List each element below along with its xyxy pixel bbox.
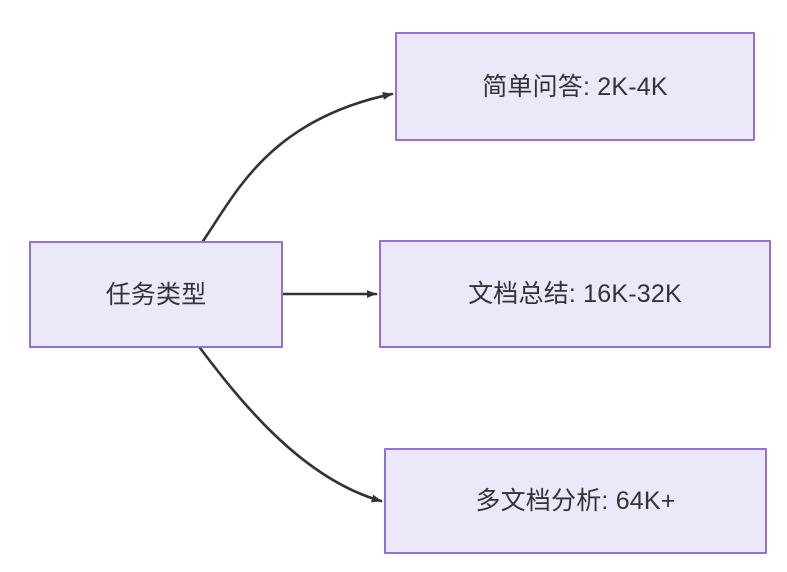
node-multi-doc[interactable]: 多文档分析: 64K+ [384,448,767,554]
node-task-type[interactable]: 任务类型 [29,241,283,348]
node-multi-doc-label: 多文档分析: 64K+ [475,487,676,515]
edge-root-to-multi-doc [198,346,383,503]
edge-root-to-simple-qa [201,91,394,243]
node-doc-summary-label: 文档总结: 16K-32K [468,280,682,308]
node-doc-summary[interactable]: 文档总结: 16K-32K [379,240,771,348]
node-task-type-label: 任务类型 [105,280,207,309]
node-simple-qa-label: 简单问答: 2K-4K [482,72,668,101]
node-simple-qa[interactable]: 简单问答: 2K-4K [395,32,755,141]
